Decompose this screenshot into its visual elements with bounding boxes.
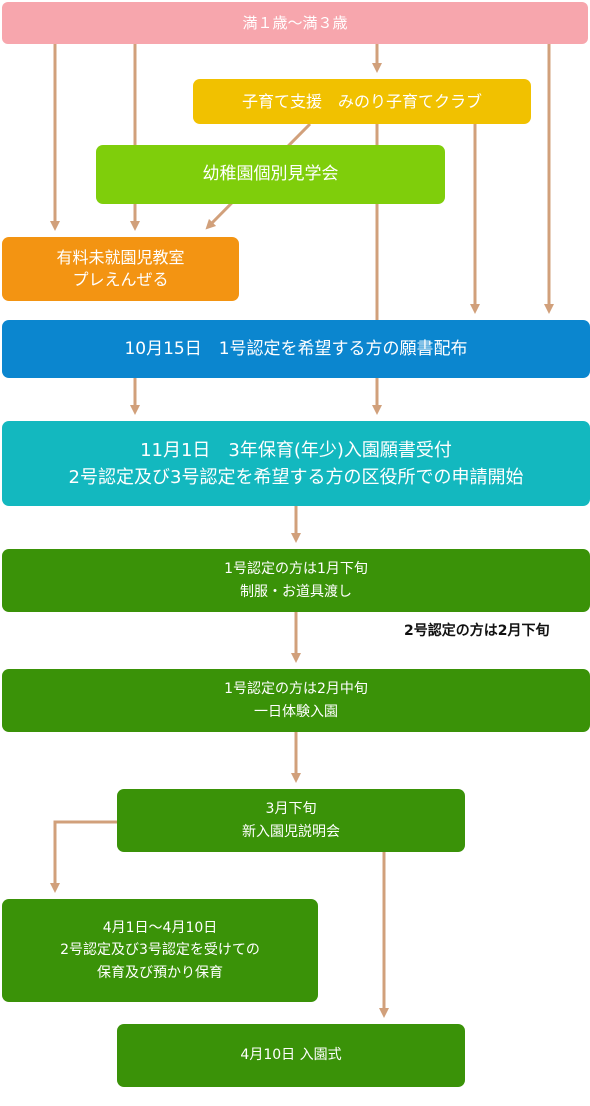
jan-box: 1号認定の方は1月下旬 制服・お道具渡し: [2, 549, 590, 612]
nov1-label-2: 2号認定及び3号認定を希望する方の区役所での申請開始: [68, 466, 524, 488]
preschool-box: 有料未就園児教室 プレえんぜる: [2, 237, 239, 301]
jan-label-1: 1号認定の方は1月下旬: [224, 561, 368, 578]
mar-box: 3月下旬 新入園児説明会: [117, 789, 465, 852]
oct15-label: 10月15日 1号認定を希望する方の願書配布: [124, 338, 468, 359]
feb-box: 1号認定の方は2月中旬 一日体験入園: [2, 669, 590, 732]
apr-label-1: 4月1日〜4月10日: [102, 919, 218, 936]
visit-box: 幼稚園個別見学会: [96, 145, 445, 204]
support-club-box: 子育て支援 みのり子育てクラブ: [193, 79, 531, 124]
arrow-mar-to-apr: [50, 820, 117, 893]
mar-label-2: 新入園児説明会: [242, 823, 340, 840]
mar-label-1: 3月下旬: [265, 801, 317, 818]
feb-note: 2号認定の方は2月下旬: [404, 623, 550, 639]
jan-label-2: 制服・お道具渡し: [240, 583, 352, 600]
preschool-label-2: プレえんぜる: [72, 270, 169, 289]
age-label: 満１歳〜満３歳: [242, 13, 348, 32]
apr-box: 4月1日〜4月10日 2号認定及び3号認定を受けての 保育及び預かり保育: [2, 899, 318, 1002]
ceremony-label: 4月10日 入園式: [240, 1047, 342, 1064]
feb-label-1: 1号認定の方は2月中旬: [224, 681, 368, 698]
nov1-label-1: 11月1日 3年保育(年少)入園願書受付: [140, 439, 452, 461]
ceremony-box: 4月10日 入園式: [117, 1024, 465, 1087]
oct15-box: 10月15日 1号認定を希望する方の願書配布: [2, 320, 590, 378]
support-club-label: 子育て支援 みのり子育てクラブ: [241, 91, 482, 111]
apr-label-2: 2号認定及び3号認定を受けての: [60, 942, 260, 959]
preschool-label-1: 有料未就園児教室: [56, 248, 185, 268]
age-bar: 満１歳〜満３歳: [2, 2, 588, 44]
visit-label: 幼稚園個別見学会: [202, 164, 339, 185]
feb-label-2: 一日体験入園: [254, 703, 338, 720]
apr-label-3: 保育及び預かり保育: [97, 964, 223, 981]
nov1-box: 11月1日 3年保育(年少)入園願書受付 2号認定及び3号認定を希望する方の区役…: [2, 421, 590, 506]
